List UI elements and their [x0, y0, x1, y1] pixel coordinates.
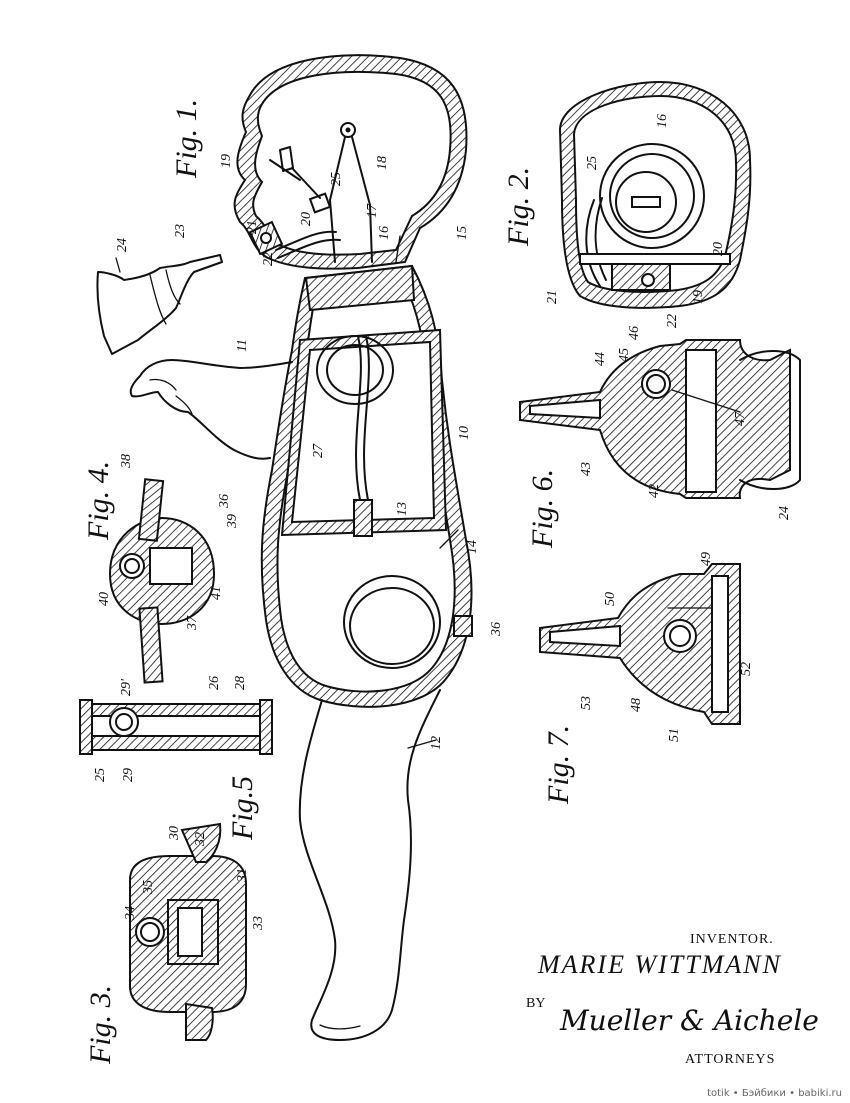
fig7-valve-section: [539, 563, 741, 725]
ref-numeral-fig2-1: 25: [585, 156, 600, 170]
ref-numeral-fig2-5: 46: [627, 326, 642, 340]
attorney-signature: Mueller & Aichele: [560, 1004, 819, 1037]
ref-numeral-fig1-1: 23: [173, 224, 188, 238]
fig5-tube-section: [79, 699, 273, 755]
fig6-labels: Fig. 6. 44 45 47 43 42 24: [526, 348, 792, 549]
doll-leg: [298, 689, 441, 1041]
ref-numeral-fig5-2: 28: [233, 676, 248, 690]
fig1-doll-section: [96, 54, 473, 1041]
fig7-labels: Fig. 7. 49 50 52 53 48 51: [542, 552, 754, 805]
fig6-valve-section: [519, 339, 801, 499]
by-label: BY: [526, 996, 546, 1011]
ref-numeral-fig1-12: 10: [457, 426, 472, 440]
ref-numeral-fig4-2: 39: [225, 514, 240, 529]
fig5-labels: Fig.5 29' 26 28 25 29: [93, 676, 259, 841]
ref-numeral-fig6-5: 24: [777, 506, 792, 520]
ref-numeral-fig1-5: 22: [261, 252, 276, 266]
fig4-ball: [119, 553, 145, 579]
fig5-title: Fig.5: [226, 776, 259, 841]
fig3-title: Fig. 3.: [84, 985, 117, 1065]
neck-collar: [304, 264, 416, 312]
ref-numeral-fig7-0: 49: [699, 552, 714, 566]
ref-numeral-fig2-4: 19: [691, 290, 706, 304]
doll-arm: [129, 359, 293, 460]
ref-numeral-fig6-2: 47: [733, 411, 748, 426]
ref-numeral-fig7-3: 53: [579, 696, 594, 710]
ref-numeral-fig2-0: 16: [655, 114, 670, 128]
ref-numeral-fig7-5: 51: [667, 728, 682, 742]
ref-numeral-fig1-14: 13: [395, 502, 410, 516]
ref-numeral-fig5-3: 25: [93, 768, 108, 782]
ref-numeral-fig1-0: 24: [115, 238, 130, 252]
feed-tube: [275, 230, 337, 251]
ref-numeral-fig7-4: 48: [629, 698, 644, 712]
ref-numeral-fig1-7: 17: [365, 203, 380, 218]
eye-pivot: [340, 122, 356, 138]
fig1-title: Fig. 1.: [170, 99, 203, 179]
inventor-block: INVENTOR. MARIE WITTMANN BY Mueller & Ai…: [520, 930, 820, 1080]
ref-numeral-fig3-0: 34: [123, 906, 138, 921]
ref-numeral-fig4-0: 38: [119, 454, 134, 469]
ref-numeral-fig3-3: 32: [193, 832, 208, 847]
fig3-connector-section: [129, 822, 247, 1041]
ref-numeral-fig6-4: 42: [647, 484, 662, 498]
watermark: totik • Бэйбики • babiki.ru: [707, 1088, 842, 1099]
fig7-ball-valve: [663, 619, 697, 653]
feeding-bottle: [96, 254, 223, 355]
inventor-name: MARIE WITTMANN: [538, 950, 782, 979]
ref-numeral-fig1-2: 19: [219, 154, 234, 168]
ref-numeral-fig5-1: 26: [207, 676, 222, 690]
ref-numeral-fig3-5: 33: [251, 916, 266, 931]
ref-numeral-fig7-1: 50: [603, 592, 618, 606]
ref-numeral-fig1-17: 12: [429, 736, 444, 750]
ref-numeral-fig1-13: 27: [311, 443, 326, 458]
fig3-labels: Fig. 3. 34 35 30 32 31 33: [84, 826, 266, 1065]
ref-numeral-fig1-3: 21: [245, 220, 260, 234]
ref-numeral-fig1-10: 15: [455, 226, 470, 240]
fig5-ball: [109, 707, 139, 737]
attorneys-label: ATTORNEYS: [685, 1052, 776, 1067]
ref-numeral-fig2-6: 22: [665, 314, 680, 328]
ref-numeral-fig1-8: 18: [375, 156, 390, 170]
ref-numeral-fig7-2: 52: [739, 662, 754, 676]
internal-tube: [355, 335, 362, 501]
fig4-title: Fig. 4.: [82, 461, 115, 541]
ref-numeral-fig1-16: 36: [489, 622, 504, 637]
ref-numeral-fig1-15: 14: [465, 540, 480, 554]
ref-numeral-fig4-4: 40: [97, 592, 112, 606]
ref-numeral-fig6-3: 43: [579, 462, 594, 476]
inventor-title: INVENTOR.: [690, 932, 774, 947]
ref-numeral-fig5-4: 29: [121, 768, 136, 782]
ref-numeral-fig3-1: 35: [141, 880, 156, 895]
fig6-title: Fig. 6.: [526, 469, 559, 549]
fig2-labels: Fig. 2. 16 25 20 21 19 46 22: [502, 114, 726, 340]
doll-head-cavity: [252, 70, 452, 256]
fig2-valve: [611, 263, 671, 291]
ref-numeral-fig6-0: 44: [593, 352, 608, 366]
ref-numeral-fig2-3: 21: [545, 290, 560, 304]
ref-numeral-fig3-2: 30: [167, 826, 182, 841]
fig2-eye-disc: [599, 143, 705, 249]
fig2-title: Fig. 2.: [502, 167, 535, 247]
ref-numeral-fig4-5: 37: [185, 615, 200, 631]
fig7-title: Fig. 7.: [542, 725, 575, 805]
ref-numeral-fig3-4: 31: [235, 868, 250, 883]
ref-numeral-fig1-11: 11: [235, 339, 250, 352]
fig4-labels: Fig. 4. 38 36 39 41 40 37: [82, 454, 240, 631]
ref-numeral-fig4-1: 36: [217, 494, 232, 509]
ref-numeral-fig4-3: 41: [209, 586, 224, 600]
ref-numeral-fig2-2: 20: [711, 242, 726, 256]
fig4-valve-section: [108, 478, 216, 684]
fig1-labels: Fig. 1. 24 23 19 21 20 22 25 17 18 16 15…: [115, 99, 504, 750]
ref-numeral-fig1-9: 16: [377, 226, 392, 240]
ref-numeral-fig5-0: 29': [119, 678, 134, 696]
ref-numeral-fig6-1: 45: [617, 348, 632, 362]
fig2-head-section: [558, 80, 752, 309]
ref-numeral-fig1-4: 20: [299, 212, 314, 226]
ref-numeral-fig1-6: 25: [329, 172, 344, 186]
bladder-disc: [343, 575, 441, 669]
